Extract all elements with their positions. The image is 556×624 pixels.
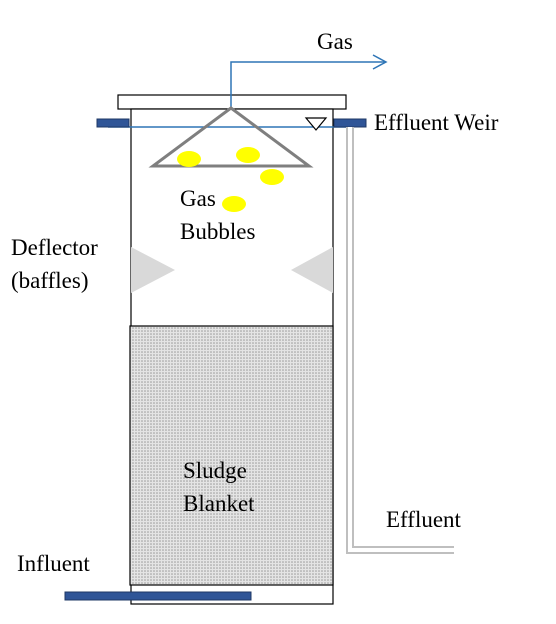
effluent-label: Effluent bbox=[386, 507, 461, 532]
deflector-label-line1: Deflector bbox=[11, 235, 98, 260]
gas-bubble bbox=[260, 169, 284, 185]
deflector-label-line2: (baffles) bbox=[11, 268, 89, 293]
gas-bubbles-label-line1: Gas bbox=[180, 186, 216, 211]
deflector-baffle-left bbox=[131, 247, 175, 293]
sludge-blanket-label-line2: Blanket bbox=[183, 491, 255, 516]
gas-label: Gas bbox=[317, 29, 353, 54]
gas-bubble bbox=[222, 196, 246, 212]
gas-separator-hood bbox=[148, 106, 314, 168]
gas-bubble bbox=[236, 147, 260, 163]
sludge-blanket-label-line1: Sludge bbox=[183, 458, 247, 483]
gas-bubbles-label-line2: Bubbles bbox=[180, 219, 256, 244]
deflector-baffle-right bbox=[291, 247, 333, 293]
influent-label: Influent bbox=[17, 551, 90, 576]
effluent-weir-right bbox=[333, 118, 367, 128]
effluent-weir-left bbox=[96, 118, 130, 128]
water-level-marker bbox=[304, 117, 328, 131]
gas-outlet-pipe bbox=[230, 61, 385, 108]
effluent-weir-label: Effluent Weir bbox=[374, 110, 499, 135]
effluent-pipe bbox=[346, 127, 454, 554]
influent-pipe bbox=[64, 591, 252, 601]
gas-arrow-head bbox=[372, 54, 388, 70]
sludge-blanket bbox=[129, 325, 334, 586]
gas-bubble bbox=[177, 151, 201, 167]
effluent-pipe-inner bbox=[348, 127, 454, 552]
